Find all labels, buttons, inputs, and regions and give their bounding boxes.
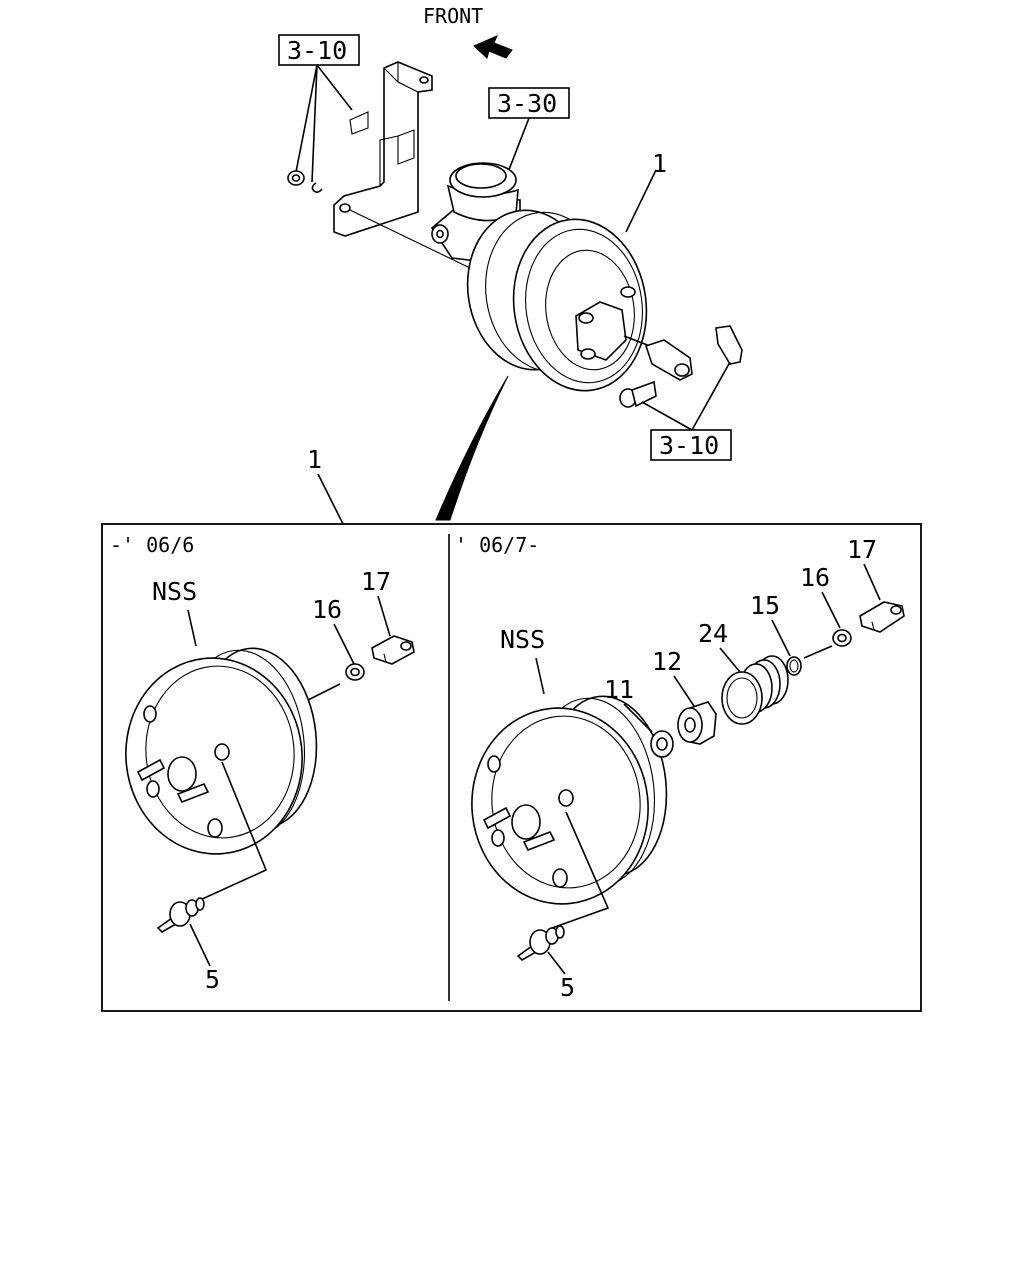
right-nut-16 xyxy=(832,629,852,647)
leader-item-1-top xyxy=(625,169,657,233)
panel-left: -' 06/6 NSS 16 17 xyxy=(110,533,415,994)
panel-right: ' 06/7- NSS 11 12 24 xyxy=(455,533,905,1002)
right-sensor-5 xyxy=(516,925,565,961)
right-ring-15 xyxy=(786,656,802,676)
brake-booster-main xyxy=(466,209,651,392)
detail-frame xyxy=(101,523,922,1012)
ref-box-3-10-top[interactable]: 3-10 xyxy=(278,34,360,66)
right-item-5-label: 5 xyxy=(560,973,575,1002)
bracket-nut xyxy=(287,170,305,186)
clevis-pin-bolt xyxy=(619,380,657,408)
left-item-16-label: 16 xyxy=(312,595,342,624)
mounting-bracket xyxy=(333,61,433,237)
left-item-17-label: 17 xyxy=(361,567,391,596)
right-item-15-label: 15 xyxy=(750,591,780,620)
bracket-bolt-line xyxy=(349,209,471,269)
left-sensor-5 xyxy=(156,897,205,933)
right-item-11-label: 11 xyxy=(604,675,634,704)
front-label: FRONT xyxy=(423,4,483,28)
right-item-16-label: 16 xyxy=(800,563,830,592)
leader-3-10-top xyxy=(295,64,353,183)
booster-left xyxy=(125,647,318,855)
svg-text:3-10: 3-10 xyxy=(287,36,347,65)
left-clevis-17 xyxy=(371,635,415,665)
clip-washer xyxy=(311,182,323,193)
right-seal-11 xyxy=(650,730,674,758)
right-item-24-label: 24 xyxy=(698,619,728,648)
right-sensor-leader xyxy=(551,811,610,929)
right-clevis-17 xyxy=(859,601,905,633)
right-item-12-label: 12 xyxy=(652,647,682,676)
nss-right-label: NSS xyxy=(500,625,545,654)
nss-left-label: NSS xyxy=(152,577,197,606)
left-sensor-leader xyxy=(199,761,268,901)
front-arrow-icon xyxy=(473,35,513,59)
ref-box-3-10-bottom[interactable]: 3-10 xyxy=(650,429,732,461)
retaining-clip xyxy=(715,325,743,365)
booster-right xyxy=(471,695,668,905)
clevis-yoke xyxy=(644,339,693,381)
period-left-label: -' 06/6 xyxy=(110,533,194,557)
leader-item-1-detail xyxy=(317,473,344,525)
detail-pointer-wedge xyxy=(435,375,509,521)
right-bushing-12 xyxy=(677,701,717,745)
right-boot-24 xyxy=(721,655,789,725)
svg-text:3-10: 3-10 xyxy=(659,431,719,460)
right-item-17-label: 17 xyxy=(847,535,877,564)
svg-text:3-30: 3-30 xyxy=(497,89,557,118)
ref-box-3-30[interactable]: 3-30 xyxy=(488,87,570,119)
leader-3-10-bottom xyxy=(641,361,731,431)
item-1-detail-label: 1 xyxy=(307,445,322,474)
period-right-label: ' 06/7- xyxy=(455,533,539,557)
left-item-5-label: 5 xyxy=(205,965,220,994)
left-nut-16 xyxy=(345,663,365,681)
